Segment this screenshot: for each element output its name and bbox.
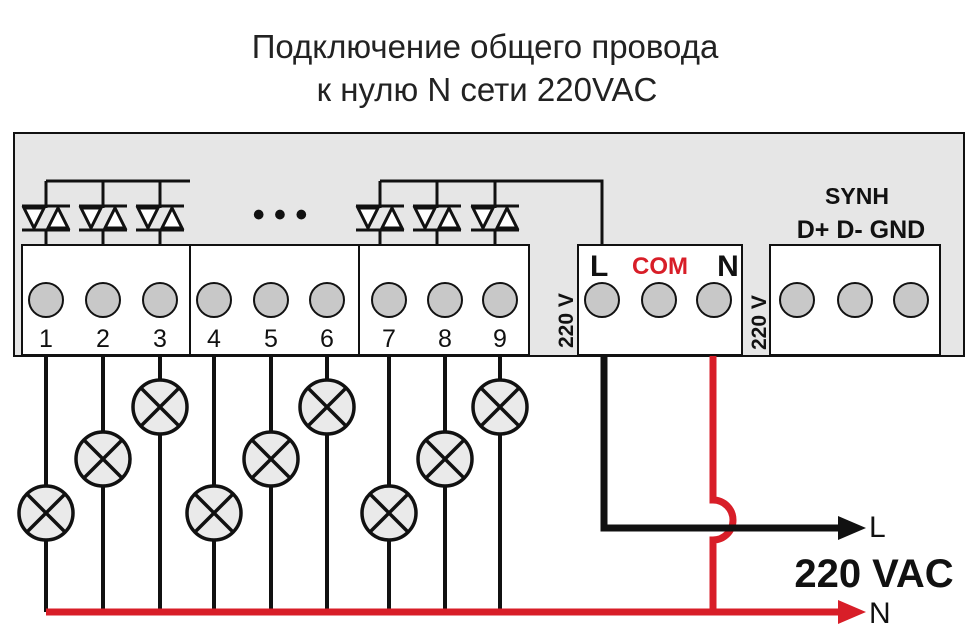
synh-title: SYNH	[825, 183, 889, 209]
output-terminal	[482, 282, 518, 318]
lamp-icon	[471, 378, 529, 436]
output-terminal	[253, 282, 289, 318]
lamp-icon	[298, 378, 356, 436]
output-terminal	[28, 282, 64, 318]
power-label-n: N	[717, 250, 739, 283]
power-label-l: L	[590, 250, 608, 283]
terminal-number: 7	[382, 325, 396, 353]
terminal-number: 5	[264, 325, 278, 353]
neutral-wire-vertical	[709, 356, 737, 612]
lamp-icon	[416, 430, 474, 488]
triac-icon	[21, 204, 71, 245]
synh-side-label: 220 V	[748, 295, 771, 350]
triac-icon	[355, 204, 405, 245]
terminal-number: 8	[438, 325, 452, 353]
triac-icon	[470, 204, 520, 245]
terminal-d-minus	[837, 282, 873, 318]
terminal-l	[584, 282, 620, 318]
lamp-icon	[131, 378, 189, 436]
triac-icon	[135, 204, 185, 245]
lamp-icon	[74, 430, 132, 488]
mains-wiring	[46, 356, 866, 624]
output-terminal	[309, 282, 345, 318]
triac-group	[21, 204, 520, 245]
terminal-number: 3	[153, 325, 167, 353]
power-label-com: COM	[632, 253, 688, 280]
triac-icon	[412, 204, 462, 245]
lamp-icon	[360, 484, 418, 542]
lamp-icon	[242, 430, 300, 488]
power-side-label: 220 V	[555, 293, 578, 348]
terminal-number: 6	[320, 325, 334, 353]
triac-icon	[78, 204, 128, 245]
terminal-com	[641, 282, 677, 318]
output-terminal	[371, 282, 407, 318]
mains-voltage-label: 220 VAC	[794, 552, 953, 596]
output-terminal	[85, 282, 121, 318]
output-terminal	[427, 282, 463, 318]
synh-pins: D+ D- GND	[797, 216, 925, 244]
output-terminal	[142, 282, 178, 318]
terminal-gnd	[893, 282, 929, 318]
output-terminals: 1 2 3 4 5 6 7 8 9	[28, 282, 518, 353]
terminal-number: 2	[96, 325, 110, 353]
lamp-icon	[185, 484, 243, 542]
terminal-number: 4	[207, 325, 221, 353]
terminal-d-plus	[779, 282, 815, 318]
lamp-group	[17, 356, 529, 612]
lamp-icon	[17, 484, 75, 542]
line-arrow	[838, 516, 866, 540]
terminal-number: 1	[39, 325, 53, 353]
mains-label-n: N	[869, 597, 891, 630]
line-wire	[600, 356, 843, 532]
title-line-1: Подключение общего провода	[252, 28, 719, 65]
terminal-n	[696, 282, 732, 318]
terminal-number: 9	[493, 325, 507, 353]
neutral-arrow	[838, 600, 866, 624]
ellipsis-dots: • • •	[253, 196, 308, 234]
mains-label-l: L	[869, 511, 886, 544]
title-line-2: к нулю N сети 220VAC	[317, 71, 658, 108]
output-terminal	[196, 282, 232, 318]
